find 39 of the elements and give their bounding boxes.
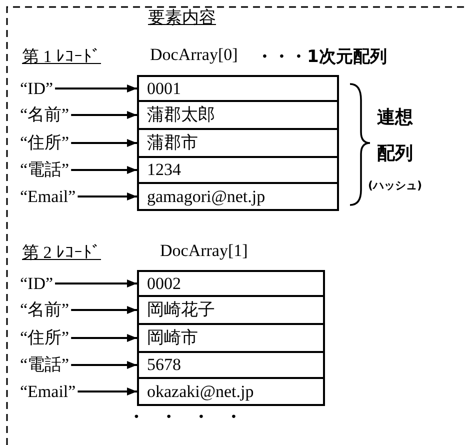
- heading: 要素内容: [148, 7, 216, 29]
- key-label: “名前”: [20, 105, 70, 125]
- brace-note: (ハッシュ): [368, 178, 422, 193]
- brace-label: 連想配列: [377, 106, 414, 166]
- array-cell: gamagori@net.jp: [137, 182, 339, 211]
- array-name: DocArray[0]: [150, 45, 238, 65]
- key-label: “Email”: [20, 186, 76, 206]
- arrow: [71, 361, 137, 369]
- arrow: [55, 84, 137, 92]
- continuation-dots: • • • •: [134, 410, 248, 426]
- arrow: [71, 166, 137, 174]
- array-cell: 1234: [137, 156, 339, 184]
- key-label: “ID”: [20, 78, 54, 98]
- array-cell: 5678: [137, 351, 325, 379]
- array-cell: 岡崎花子: [137, 295, 325, 325]
- array-cell: 0001: [137, 75, 339, 102]
- record-heading: 第 1 ﾚｺｰﾄﾞ: [22, 46, 101, 68]
- array-cell: 蒲郡市: [137, 128, 339, 158]
- record-heading: 第 2 ﾚｺｰﾄﾞ: [22, 242, 101, 264]
- arrow: [71, 111, 137, 119]
- note: ・・・1次元配列: [256, 46, 387, 68]
- arrow: [78, 192, 137, 200]
- key-label: “住所”: [20, 328, 70, 348]
- array-name: DocArray[1]: [160, 241, 248, 261]
- key-label: “電話”: [20, 160, 70, 180]
- arrow: [78, 388, 137, 396]
- key-label: “ID”: [20, 274, 54, 294]
- array-cell: 岡崎市: [137, 323, 325, 353]
- key-label: “Email”: [20, 382, 76, 402]
- key-label: “住所”: [20, 133, 70, 153]
- arrow: [71, 334, 137, 342]
- array-cell: okazaki@net.jp: [137, 377, 325, 406]
- arrow: [55, 280, 137, 288]
- arrow: [71, 306, 137, 314]
- array-cell: 蒲郡太郎: [137, 100, 339, 130]
- key-label: “名前”: [20, 300, 70, 320]
- key-label: “電話”: [20, 355, 70, 375]
- arrow: [71, 139, 137, 147]
- array-cell: 0002: [137, 270, 325, 297]
